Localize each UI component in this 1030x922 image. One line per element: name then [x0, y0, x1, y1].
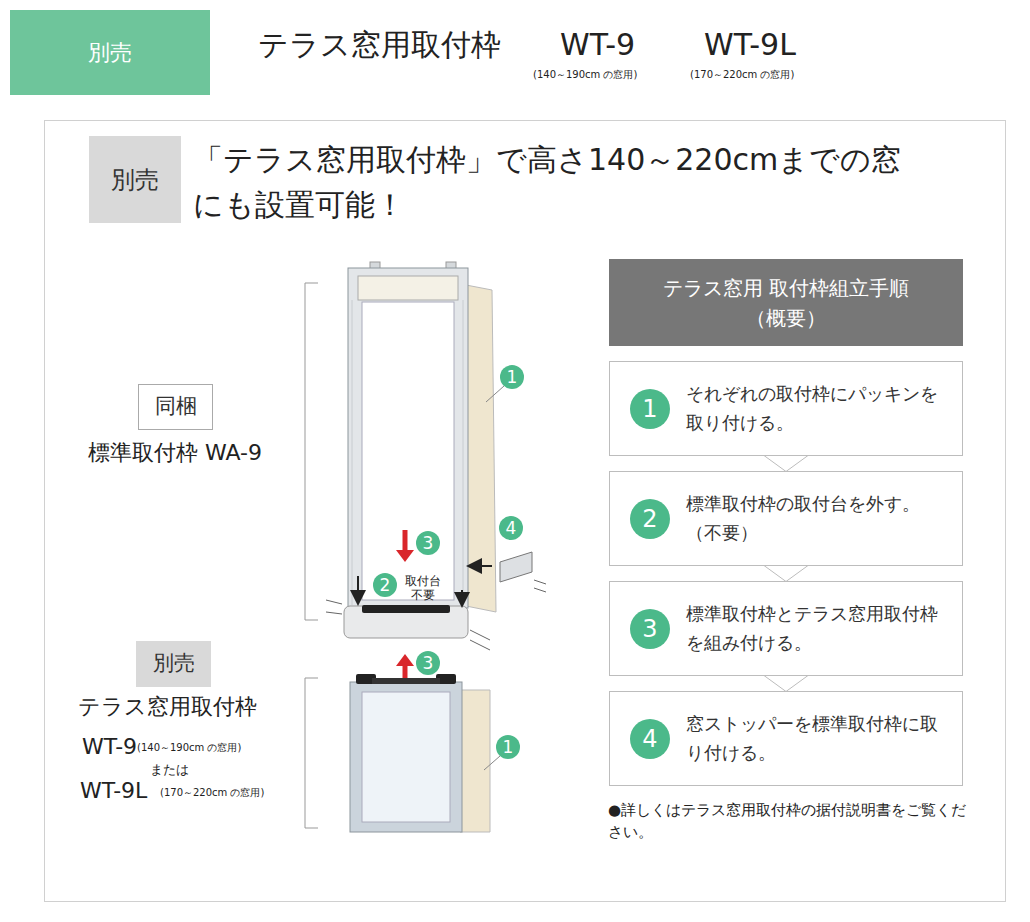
callout-number: 3 — [416, 651, 440, 675]
header-box: テラス窓用 取付枠組立手順（概要） — [609, 259, 963, 346]
size-note: (140～190cm の窓用) — [137, 742, 241, 755]
footnote: ●詳しくはテラス窓用取付枠の据付説明書をご覧ください。 — [608, 800, 968, 844]
part-name: 標準取付枠 WA-9 — [85, 436, 265, 469]
page-title: テラス窓用取付枠 — [258, 26, 501, 64]
step-text: 窓ストッパーを標準取付枠に取り付ける。 — [686, 710, 950, 768]
step-number-circle: 3 — [630, 609, 670, 649]
size-note: (170～220cm の窓用) — [160, 787, 264, 800]
model-name: WT-9 — [560, 26, 635, 64]
step-chevron — [764, 676, 808, 692]
step-number-circle: 4 — [630, 719, 670, 759]
model-name: WT-9L — [80, 777, 147, 805]
step-text: 標準取付枠とテラス窓用取付枠を組み付ける。 — [686, 600, 950, 658]
box-label: 別売 — [88, 36, 132, 69]
step-number-circle: 1 — [630, 389, 670, 429]
model-name: WT-9 — [82, 733, 137, 761]
step-text: それぞれの取付枠にパッキンを取り付ける。 — [686, 380, 950, 438]
box-label: 同梱 — [155, 391, 197, 423]
step-number: 2 — [642, 507, 657, 531]
callout-number: 3 — [416, 531, 440, 555]
content-panel: 「テラス窓用取付枠」で高さ140～220cmまでの窓にも設置可能！別売同梱別売テ… — [44, 120, 1006, 902]
step-box: 標準取付枠の取付台を外す。（不要） 2 — [609, 471, 963, 566]
part-note: 取付台 不要 — [401, 574, 445, 603]
step-chevron — [764, 566, 808, 582]
step-number: 1 — [642, 397, 657, 421]
callout-number: 4 — [499, 516, 523, 540]
tag-box: 別売 — [89, 136, 181, 223]
box-label: 別売 — [153, 648, 195, 680]
step-chevron — [764, 456, 808, 472]
tag-box: 別売 — [10, 10, 210, 95]
part-name: テラス窓用取付枠 — [78, 693, 257, 721]
step-text: 標準取付枠の取付台を外す。（不要） — [686, 490, 950, 548]
conjunction: または — [150, 762, 189, 778]
box-label: テラス窓用 取付枠組立手順（概要） — [656, 273, 916, 333]
step-number: 3 — [642, 617, 657, 641]
box-label: 別売 — [111, 162, 159, 198]
callout-number: 1 — [500, 365, 524, 389]
size-note: (140～190cm の窓用) — [533, 69, 637, 82]
step-box: 標準取付枠とテラス窓用取付枠を組み付ける。 3 — [609, 581, 963, 676]
callout-number: 1 — [496, 735, 520, 759]
tag-box: 別売 — [136, 641, 211, 687]
step-number-circle: 2 — [630, 499, 670, 539]
headline: 「テラス窓用取付枠」で高さ140～220cmまでの窓にも設置可能！ — [193, 137, 908, 227]
step-box: それぞれの取付枠にパッキンを取り付ける。 1 — [609, 361, 963, 456]
callout-number: 2 — [373, 573, 397, 597]
model-name: WT-9L — [704, 26, 796, 64]
tag-box: 同梱 — [138, 384, 213, 430]
step-box: 窓ストッパーを標準取付枠に取り付ける。 4 — [609, 691, 963, 786]
step-number: 4 — [642, 727, 657, 751]
size-note: (170～220cm の窓用) — [690, 69, 794, 82]
